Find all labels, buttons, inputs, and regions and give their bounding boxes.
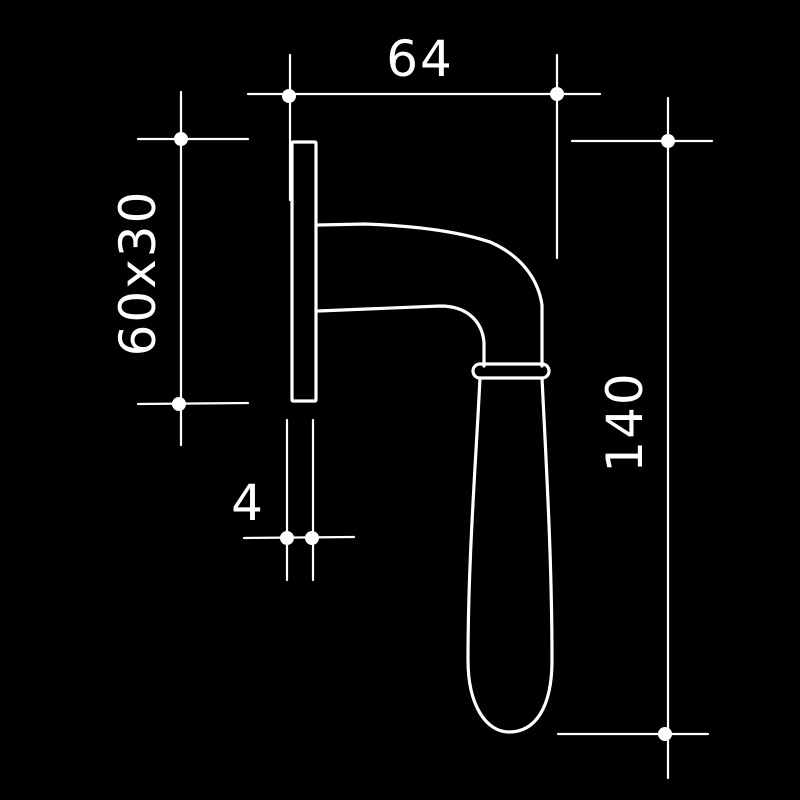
thickness-dimension-point-left (280, 531, 294, 545)
dimension-rose-thickness: 4 (231, 418, 356, 582)
height-dimension-point-top (661, 134, 675, 148)
height-dimension-point-bottom (658, 727, 672, 741)
thickness-dimension-line (242, 535, 356, 540)
lever-grip (466, 376, 554, 734)
thickness-dimension-label: 4 (231, 474, 265, 532)
rose-plate (290, 140, 318, 403)
rose-dimension-point-top (174, 132, 188, 146)
rose-extension-bottom (136, 401, 250, 406)
dimension-height: 140 (556, 96, 714, 780)
thickness-dimension-point-right (305, 531, 319, 545)
rose-dimension-point-bottom (172, 397, 186, 411)
lever-handle (316, 222, 554, 734)
dimension-width: 64 (246, 30, 602, 260)
width-dimension-point-left (282, 89, 296, 103)
dimension-rose: 60x30 (109, 90, 250, 447)
lever-arm-lower-edge (316, 304, 486, 368)
lever-arm-upper-edge (316, 222, 544, 368)
height-dimension-label: 140 (596, 371, 654, 472)
width-dimension-point-right (550, 87, 564, 101)
rose-dimension-label: 60x30 (109, 190, 167, 357)
lever-collar-ring (471, 362, 551, 380)
width-dimension-label: 64 (386, 30, 454, 88)
